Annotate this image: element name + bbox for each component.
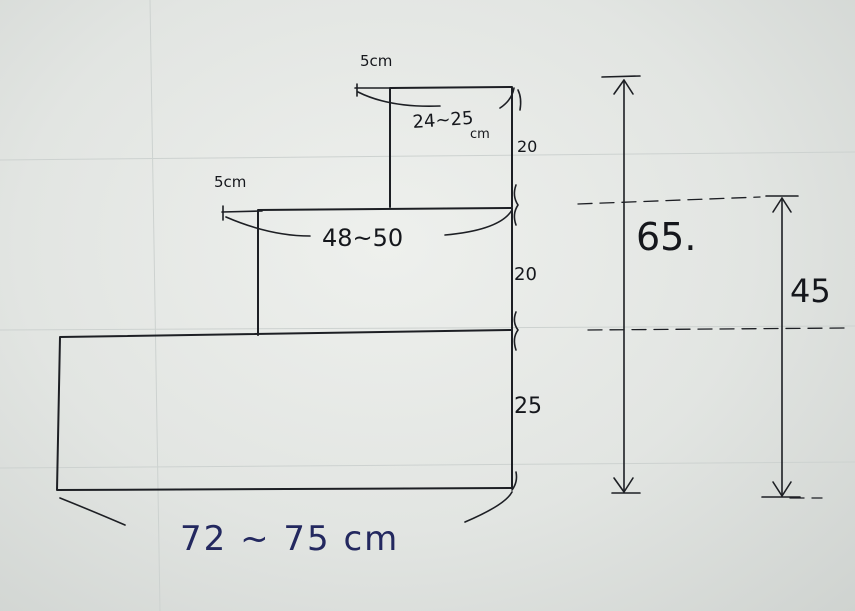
- joint-mark-1: [513, 184, 519, 226]
- middle-tier-height-label: 20: [514, 264, 537, 285]
- reference-line-upper: [577, 196, 761, 205]
- middle-tier-outline: [257, 207, 513, 336]
- middle-width-arc-left: [225, 216, 311, 237]
- top-tier-width-unit: cm: [470, 127, 490, 142]
- top-tier-outline: [389, 86, 513, 208]
- middle-width-arc-right: [444, 209, 513, 236]
- middle-notch-line: [221, 210, 263, 213]
- joint-mark-bottom: [511, 471, 518, 491]
- bottom-tier-outline: [56, 329, 513, 491]
- lower-height-label: 45: [790, 272, 831, 310]
- reference-line-lower: [587, 327, 846, 331]
- top-width-arc: [357, 91, 441, 108]
- total-height-arrowhead-bottom: [613, 477, 634, 493]
- top-tier-width-label: 24~25: [412, 108, 474, 133]
- middle-tier-width-label: 48~50: [322, 224, 403, 252]
- lower-height-arrowhead-bottom: [772, 481, 792, 497]
- total-height-label: 65.: [636, 215, 696, 259]
- bottom-tier-height-label: 25: [514, 394, 542, 419]
- top-notch-label: 5cm: [360, 52, 392, 70]
- total-height-arrowhead-top: [613, 79, 634, 95]
- bottom-width-arc-left: [59, 497, 126, 526]
- bottom-width-label: 72 ~ 75 cm: [180, 519, 399, 559]
- joint-mark-2: [513, 311, 519, 351]
- total-height-cap-top: [601, 75, 641, 78]
- joint-mark-top: [517, 89, 522, 111]
- lower-height-arrowhead-top: [772, 197, 792, 213]
- bottom-width-arc-right: [464, 491, 513, 523]
- middle-notch-label: 5cm: [214, 173, 246, 191]
- top-width-arc-right: [499, 87, 515, 109]
- top-tier-height-label: 20: [517, 137, 537, 156]
